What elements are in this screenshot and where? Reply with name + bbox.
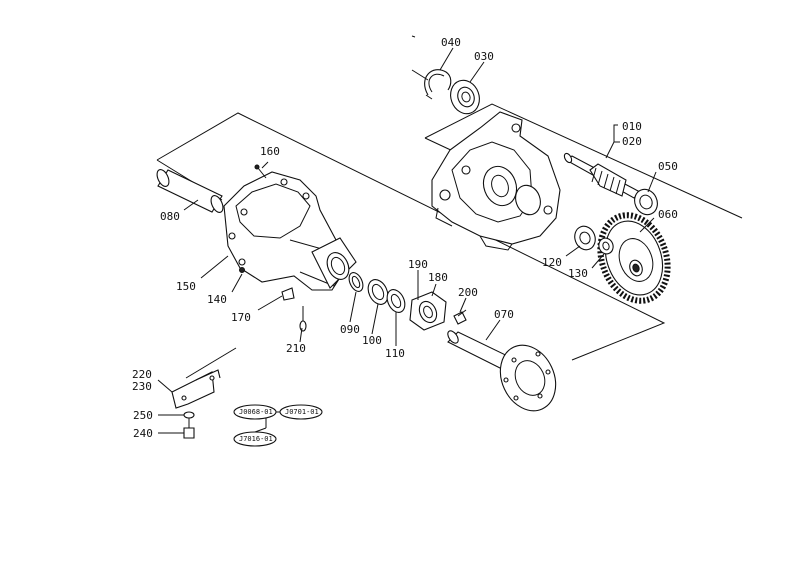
label-020: 020: [622, 135, 642, 148]
label-010: 010: [622, 120, 642, 133]
gearcase-frame-line: [424, 103, 743, 219]
leader-lines: [157, 47, 657, 434]
bolt-part-240: [183, 418, 195, 439]
gear-case-housing: [431, 111, 561, 251]
label-100: 100: [362, 334, 382, 347]
bolt-part-160: [254, 164, 267, 179]
label-050: 050: [658, 160, 678, 173]
oil-seal-part-090: [348, 272, 364, 292]
snap-ring-part-040: [424, 69, 452, 100]
bearing-part-120: [574, 225, 596, 251]
bolt-part-140: [239, 267, 245, 273]
label-230: 230: [132, 380, 152, 393]
label-240: 240: [133, 427, 153, 440]
label-150: 150: [176, 280, 196, 293]
label-170: 170: [231, 311, 251, 324]
bearing-part-050: [634, 188, 658, 216]
label-080: 080: [160, 210, 180, 223]
label-190: 190: [408, 258, 428, 271]
stray-mark: [411, 35, 416, 38]
pinion-shaft-part-010: [563, 152, 641, 199]
reference-tag-3-text: J7016-01: [239, 435, 273, 443]
label-070: 070: [494, 308, 514, 321]
bearing-cover-part-180: [409, 291, 447, 331]
bolt-part-200: [453, 309, 467, 325]
bolt-part-210: [299, 306, 307, 332]
label-180: 180: [428, 271, 448, 284]
label-030: 030: [474, 50, 494, 63]
axle-housing-part-150: [223, 171, 357, 291]
label-250: 250: [133, 409, 153, 422]
ring-part-110: [386, 289, 406, 313]
label-160: 160: [260, 145, 280, 158]
washer-part-250: [183, 411, 195, 419]
label-210: 210: [286, 342, 306, 355]
bearing-part-100: [367, 279, 389, 305]
reference-tag-2-text: J0701-01: [285, 408, 319, 416]
label-090: 090: [340, 323, 360, 336]
axle-tube-part-080: [156, 169, 224, 213]
label-060: 060: [658, 208, 678, 221]
label-140: 140: [207, 293, 227, 306]
label-130: 130: [568, 267, 588, 280]
reference-tag-1-text: J0068-01: [239, 408, 273, 416]
part-labels: 040 030 010 020 050 060 120 130 160 080 …: [132, 36, 678, 440]
label-120: 120: [542, 256, 562, 269]
collar-part-130: [598, 237, 614, 255]
label-200: 200: [458, 286, 478, 299]
label-220: 220: [132, 368, 152, 381]
bearing-part-030: [450, 79, 480, 115]
rear-axle-part-070: [447, 330, 557, 412]
leader-line: [411, 69, 429, 81]
leader-line: [185, 347, 237, 379]
label-040: 040: [441, 36, 461, 49]
label-110: 110: [385, 347, 405, 360]
reference-tag-group: J0068-01 J0701-01 J7016-01: [233, 404, 323, 447]
bolt-part-170: [281, 287, 295, 301]
bull-gear-part-060: [597, 212, 671, 304]
bracket-part-220: [171, 369, 221, 409]
